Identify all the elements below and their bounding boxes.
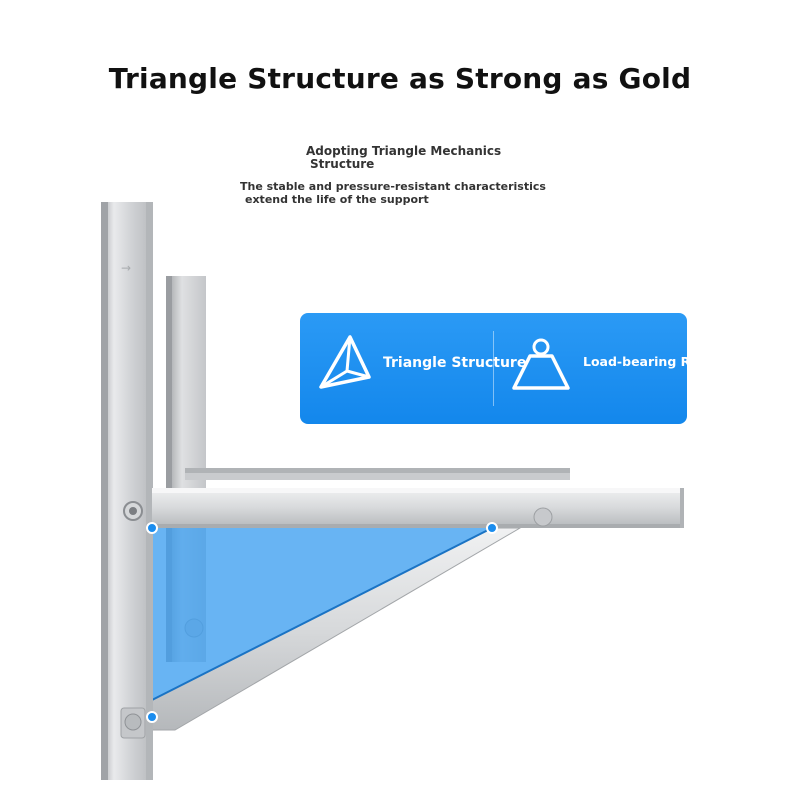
svg-text:→: → bbox=[121, 261, 131, 275]
support-arm bbox=[152, 488, 684, 528]
description-line2: extend the life of the support bbox=[245, 193, 429, 206]
marker-bottom bbox=[146, 711, 158, 723]
subtitle-line2: Structure bbox=[310, 157, 375, 171]
feature-label-load: Load-bearing Reinforcement bbox=[583, 354, 785, 369]
marker-top-left bbox=[146, 522, 158, 534]
feature-label-triangle: Triangle Structure bbox=[383, 355, 527, 371]
wall-post: → bbox=[101, 202, 153, 780]
subtitle-line1: Adopting Triangle Mechanics bbox=[306, 144, 502, 158]
page-title: Triangle Structure as Strong as Gold bbox=[108, 62, 692, 95]
subtitle: Adopting Triangle Mechanics Structure bbox=[306, 145, 501, 171]
triangle-icon bbox=[319, 335, 371, 389]
description-line1: The stable and pressure-resistant charac… bbox=[240, 180, 546, 193]
feature-panel: Triangle Structure Load-bearing Reinforc… bbox=[300, 313, 784, 424]
description: The stable and pressure-resistant charac… bbox=[240, 180, 546, 206]
weight-icon bbox=[512, 338, 570, 390]
feature-divider bbox=[493, 331, 494, 406]
marker-top-right bbox=[486, 522, 498, 534]
